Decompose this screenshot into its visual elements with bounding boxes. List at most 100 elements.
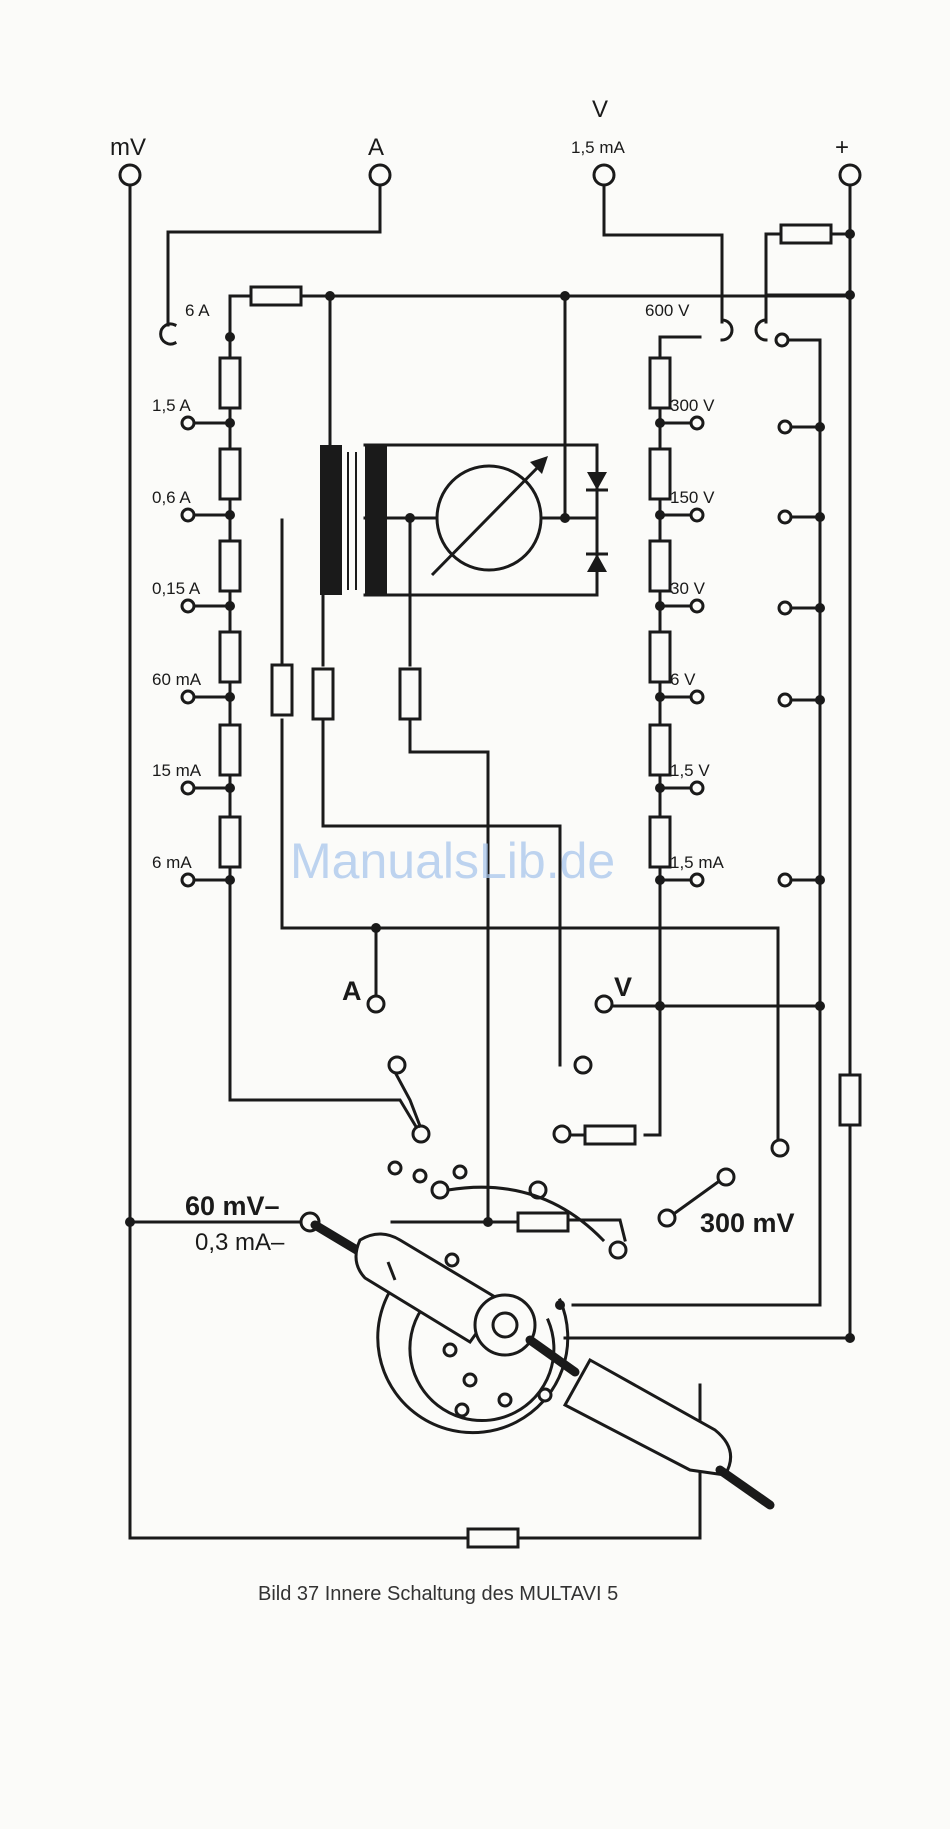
rail-contact[interactable] <box>779 602 791 614</box>
terminal-label-v: V <box>592 96 608 123</box>
current-range-label: 1,5 A <box>152 396 191 415</box>
current-range-contact[interactable] <box>182 874 194 886</box>
rotary-contact[interactable] <box>444 1344 456 1356</box>
junction-dot <box>225 510 235 520</box>
resistor <box>220 725 240 775</box>
voltage-range-label: 1,5 V <box>670 761 710 780</box>
resistor <box>220 358 240 408</box>
rotary-contact[interactable] <box>456 1404 468 1416</box>
voltage-range-contact[interactable] <box>691 782 703 794</box>
figure-caption: Bild 37 Innere Schaltung des MULTAVI 5 <box>258 1583 618 1605</box>
terminal-label-a: A <box>368 134 384 161</box>
current-range-contact[interactable] <box>182 509 194 521</box>
junction-dot <box>815 422 825 432</box>
voltage-range-contact[interactable] <box>691 509 703 521</box>
plus-terminal[interactable] <box>840 165 860 185</box>
junction-dot <box>655 510 665 520</box>
voltage-range-contact[interactable] <box>691 417 703 429</box>
resistor <box>650 541 670 591</box>
mv-terminal[interactable] <box>120 165 140 185</box>
watermark: ManualsLib.de <box>290 833 615 889</box>
v-selector-terminal[interactable] <box>596 996 612 1012</box>
a-selector-terminal[interactable] <box>368 996 384 1012</box>
switch-label-300mv: 300 mV <box>700 1208 795 1238</box>
resistor <box>313 669 333 719</box>
transformer <box>320 445 387 595</box>
junction-dot <box>225 875 235 885</box>
junction-dot <box>225 692 235 702</box>
voltage-range-contact[interactable] <box>691 691 703 703</box>
rotary-contact[interactable] <box>454 1166 466 1178</box>
resistor <box>650 725 670 775</box>
junction-dot <box>225 332 235 342</box>
resistor <box>468 1529 518 1547</box>
current-range-contact[interactable] <box>182 600 194 612</box>
resistor <box>840 1075 860 1125</box>
current-range-label: 60 mA <box>152 670 202 689</box>
resistor <box>650 449 670 499</box>
resistor <box>781 225 831 243</box>
voltage-range-label: 1,5 mA <box>670 853 725 872</box>
voltage-range-label: 30 V <box>670 579 706 598</box>
switch-label-60mv: 60 mV– <box>185 1191 280 1221</box>
meter-gauge-icon <box>432 456 548 575</box>
voltage-range-label: 600 V <box>645 301 690 320</box>
junction-dot <box>845 290 855 300</box>
terminal-label-mv: mV <box>110 134 146 161</box>
resistor <box>220 817 240 867</box>
current-range-contact[interactable] <box>182 691 194 703</box>
contact-6a <box>161 324 175 344</box>
rectifier-diodes <box>586 445 608 595</box>
junction-dot <box>125 1217 135 1227</box>
resistor <box>585 1126 635 1144</box>
junction-dot <box>815 875 825 885</box>
rotary-contact[interactable] <box>539 1389 551 1401</box>
junction-dot <box>845 229 855 239</box>
junction-dot <box>560 513 570 523</box>
current-range-label: 6 mA <box>152 853 192 872</box>
junction-dot <box>815 603 825 613</box>
current-range-contact[interactable] <box>182 417 194 429</box>
a-terminal[interactable] <box>370 165 390 185</box>
current-range-contact[interactable] <box>182 782 194 794</box>
junction-dot <box>225 783 235 793</box>
resistor <box>518 1213 568 1231</box>
voltage-range-label: 300 V <box>670 396 715 415</box>
rail-contact[interactable] <box>779 421 791 433</box>
terminal-label-v-ma: 1,5 mA <box>571 138 626 157</box>
junction-dot <box>655 601 665 611</box>
rotary-contact[interactable] <box>499 1394 511 1406</box>
junction-dot <box>655 418 665 428</box>
rail-contact[interactable] <box>779 694 791 706</box>
current-range-label: 0,6 A <box>152 488 191 507</box>
junction-dot <box>483 1217 493 1227</box>
voltage-range-contact[interactable] <box>691 874 703 886</box>
junction-dot <box>815 695 825 705</box>
rotary-contact[interactable] <box>389 1162 401 1174</box>
junction-dot <box>560 291 570 301</box>
rail-contact[interactable] <box>776 334 788 346</box>
junction-dot <box>225 601 235 611</box>
voltage-range-contact[interactable] <box>691 600 703 612</box>
junction-dot <box>371 923 381 933</box>
rotary-contact[interactable] <box>414 1170 426 1182</box>
current-range-label: 15 mA <box>152 761 202 780</box>
voltage-range-label: 6 V <box>670 670 696 689</box>
resistor <box>251 287 301 305</box>
current-range-label: 0,15 A <box>152 579 201 598</box>
v-terminal[interactable] <box>594 165 614 185</box>
junction-dot <box>655 1001 665 1011</box>
junction-dot <box>655 783 665 793</box>
current-range-label: 6 A <box>185 301 210 320</box>
junction-dot <box>325 291 335 301</box>
rotary-contact[interactable] <box>446 1254 458 1266</box>
rail-contact[interactable] <box>779 874 791 886</box>
junction-dot <box>815 1001 825 1011</box>
voltage-range-label: 150 V <box>670 488 715 507</box>
rail-contact[interactable] <box>779 511 791 523</box>
junction-dot <box>655 875 665 885</box>
junction-dot <box>405 513 415 523</box>
junction-dot <box>225 418 235 428</box>
rotary-contact[interactable] <box>464 1374 476 1386</box>
